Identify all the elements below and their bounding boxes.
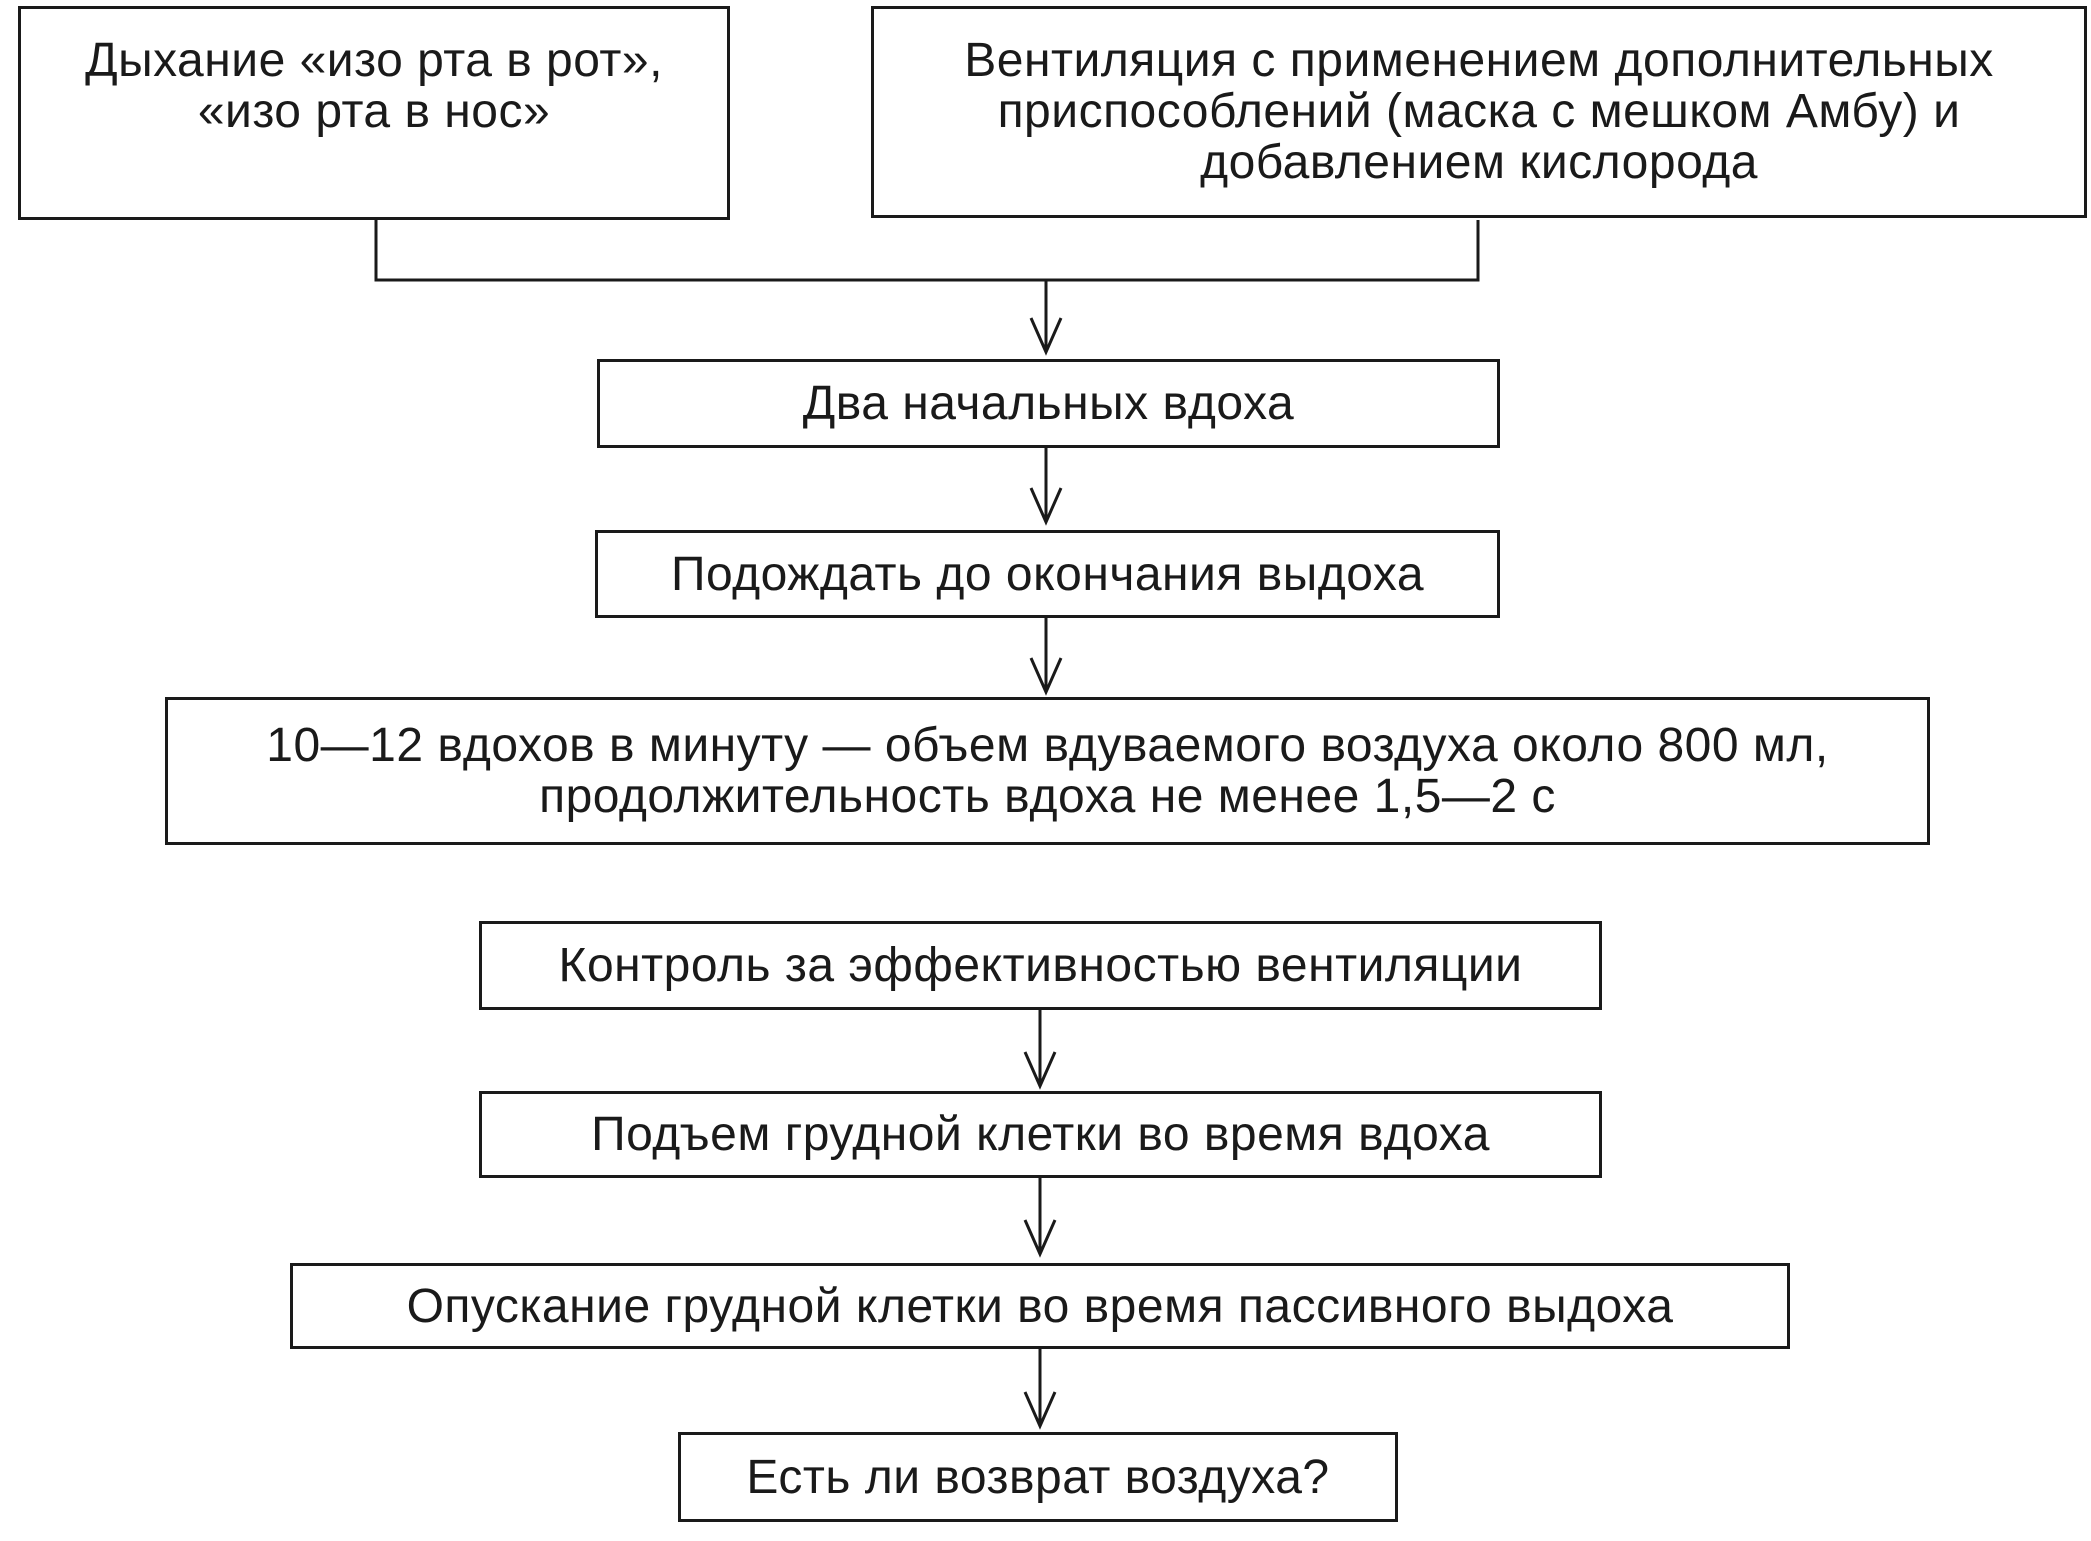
arrowhead-5 (1023, 1219, 1057, 1258)
control-effectiveness-box: Контроль за эффективностью вентиляции (479, 921, 1602, 1010)
air-return-box: Есть ли возврат воздуха? (678, 1432, 1398, 1522)
bag-ventilation-box: Вентиляция с применением дополнительных … (871, 6, 2087, 218)
chest-rise-box: Подъем грудной клетки во время вдоха (479, 1091, 1602, 1178)
mouth-to-mouth-label: Дыхание «изо рта в рот», «изо рта в нос» (85, 34, 663, 138)
chest-fall-label: Опускание грудной клетки во время пассив… (406, 1279, 1674, 1333)
rate-volume-box: 10—12 вдохов в минуту — объем вдуваемого… (165, 697, 1930, 845)
chest-rise-label: Подъем грудной клетки во время вдоха (591, 1108, 1490, 1161)
arrowhead-2 (1029, 487, 1063, 526)
arrowhead-6 (1023, 1391, 1057, 1430)
two-initial-breaths-label: Два начальных вдоха (802, 377, 1295, 430)
chest-fall-box: Опускание грудной клетки во время пассив… (290, 1263, 1790, 1349)
arrowhead-1 (1029, 317, 1063, 356)
arrowhead-3 (1029, 657, 1063, 696)
merge-bracket (374, 220, 1480, 282)
wait-exhale-label: Подождать до окончания выдоха (670, 547, 1425, 601)
rate-volume-label: 10—12 вдохов в минуту — объем вдуваемого… (266, 719, 1829, 823)
control-effectiveness-label: Контроль за эффективностью вентиляции (558, 939, 1523, 992)
arrowhead-4 (1023, 1051, 1057, 1090)
wait-exhale-box: Подождать до окончания выдоха (595, 530, 1500, 618)
air-return-label: Есть ли возврат воздуха? (746, 1450, 1330, 1504)
two-initial-breaths-box: Два начальных вдоха (597, 359, 1500, 448)
mouth-to-mouth-box: Дыхание «изо рта в рот», «изо рта в нос» (18, 6, 730, 220)
bag-ventilation-label: Вентиляция с применением дополнительных … (964, 34, 1994, 189)
